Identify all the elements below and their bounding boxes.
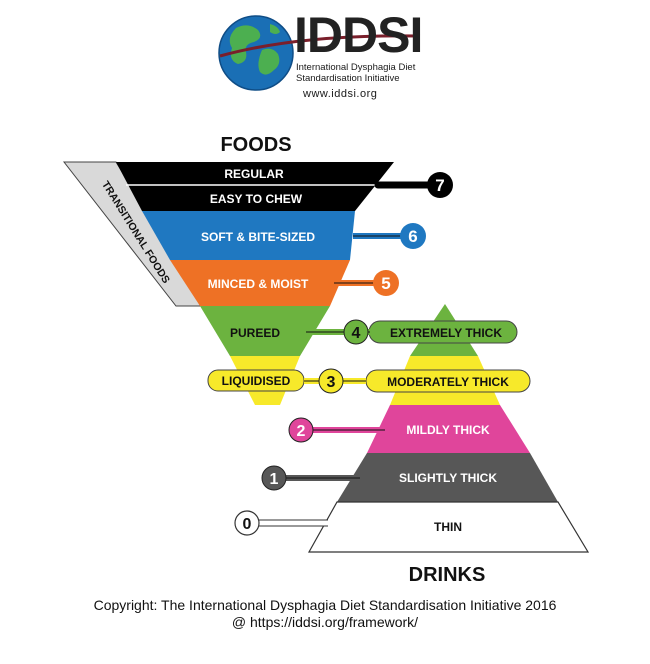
level-1-badge bbox=[261, 465, 287, 491]
level-6-badge bbox=[400, 223, 426, 249]
level-1-badge-number: 1 bbox=[270, 471, 279, 488]
foods-level-4-label: PUREED bbox=[230, 326, 280, 340]
logo-subtitle-line2: Standardisation Initiative bbox=[296, 73, 400, 84]
level-3-badge-number: 3 bbox=[327, 374, 336, 391]
logo-swoosh bbox=[219, 34, 421, 58]
level-2-badge bbox=[288, 417, 314, 443]
level-4-badge bbox=[343, 319, 369, 345]
level-connectors: 7 6 5 4 3 2 1 0 bbox=[234, 172, 453, 536]
foods-level-4-band bbox=[200, 306, 330, 356]
foods-level-6-label: SOFT & BITE-SIZED bbox=[201, 230, 315, 244]
iddsi-framework-diagram: FOODS DRINKS TRANSITIONAL FOODS REGULAR … bbox=[62, 134, 590, 586]
drinks-heading: DRINKS bbox=[409, 564, 486, 586]
level-0-badge-number: 0 bbox=[243, 516, 252, 533]
drinks-level-0-label: THIN bbox=[434, 520, 462, 534]
foods-level-5-label: MINCED & MOIST bbox=[208, 277, 309, 291]
logo-subtitle: International Dysphagia Diet Standardisa… bbox=[296, 62, 496, 84]
level-2-badge-number: 2 bbox=[297, 423, 306, 440]
logo-graphic bbox=[218, 15, 421, 91]
logo-subtitle-line1: International Dysphagia Diet bbox=[296, 62, 416, 73]
foods-level-7-label-regular: REGULAR bbox=[224, 167, 284, 181]
globe-icon bbox=[218, 15, 294, 91]
foods-level-5-band bbox=[170, 260, 350, 306]
level-7-badge-number: 7 bbox=[435, 176, 444, 195]
foods-level-3-label: LIQUIDISED bbox=[222, 374, 291, 388]
drinks-level-1-band bbox=[337, 453, 558, 502]
copyright-line2: @ https://iddsi.org/framework/ bbox=[231, 614, 419, 630]
copyright-notice: Copyright: The International Dysphagia D… bbox=[0, 597, 650, 631]
level-3-badge bbox=[318, 368, 344, 394]
drinks-level-4-label: EXTREMELY THICK bbox=[390, 326, 502, 340]
drinks-level-1-label: SLIGHTLY THICK bbox=[399, 471, 497, 485]
drinks-level-3-label: MODERATELY THICK bbox=[387, 375, 509, 389]
foods-level-7-label-easy-to-chew: EASY TO CHEW bbox=[210, 192, 303, 206]
foods-heading: FOODS bbox=[220, 134, 291, 156]
level-5-badge bbox=[373, 270, 399, 296]
drinks-level-2-band bbox=[367, 405, 530, 453]
drinks-level-0-band bbox=[307, 501, 590, 553]
level-0-badge bbox=[234, 510, 260, 536]
foods-level-6-band bbox=[142, 211, 355, 260]
copyright-line1: Copyright: The International Dysphagia D… bbox=[93, 597, 557, 613]
foods-level-7-band bbox=[116, 162, 394, 211]
logo-title: IDDSI bbox=[294, 7, 423, 63]
level-5-badge-number: 5 bbox=[381, 274, 390, 293]
drinks-pyramid: EXTREMELY THICK MODERATELY THICK MILDLY … bbox=[307, 304, 590, 553]
drinks-level-2-label: MILDLY THICK bbox=[406, 423, 490, 437]
level-6-badge-number: 6 bbox=[408, 227, 417, 246]
logo-url: www.iddsi.org bbox=[303, 88, 378, 100]
foods-pyramid: REGULAR EASY TO CHEW SOFT & BITE-SIZED M… bbox=[116, 162, 394, 405]
level-7-badge bbox=[427, 172, 453, 198]
level-4-badge-number: 4 bbox=[352, 325, 361, 342]
